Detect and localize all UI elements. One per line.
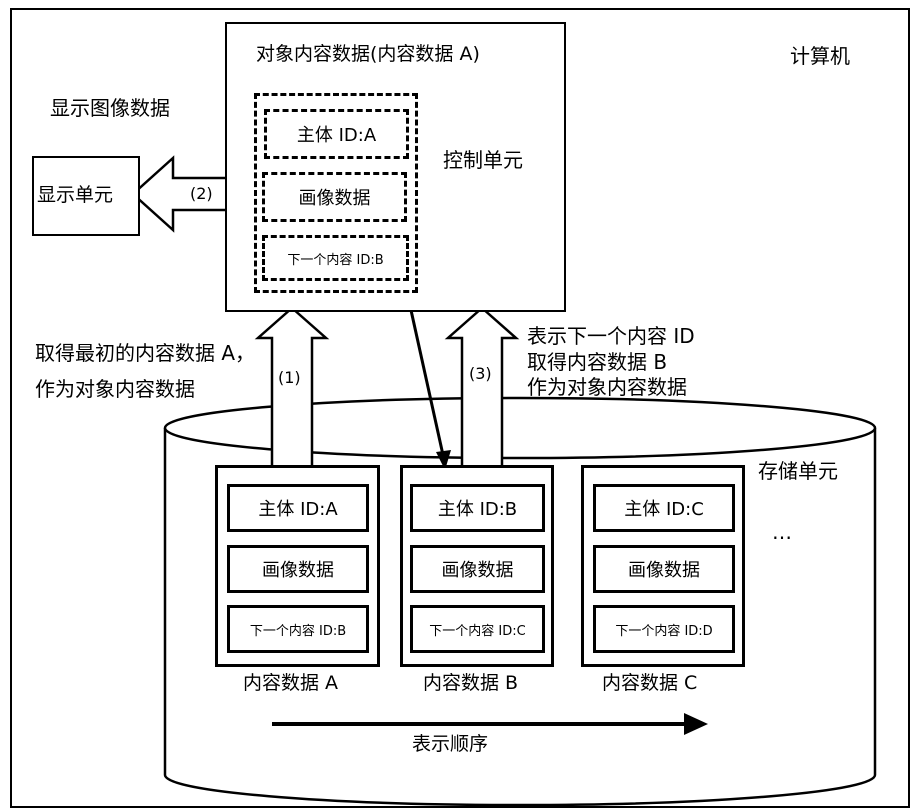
content-b-next-id: 下一个内容 ID:C [410, 605, 545, 653]
target-subject-id: 主体 ID:A [264, 109, 409, 159]
arrow-step1-label: (1) [278, 368, 301, 387]
content-c-image-data: 画像数据 [593, 545, 735, 593]
arrow-step1 [254, 306, 330, 470]
arrow-step2-label: (2) [190, 184, 213, 203]
control-unit-title: 对象内容数据(内容数据 A) [256, 43, 480, 65]
content-c-subject-id: 主体 ID:C [593, 484, 735, 532]
step1-text-line1: 取得最初的内容数据 A， [35, 341, 256, 365]
control-unit-box [225, 22, 566, 312]
content-b-caption: 内容数据 B [423, 672, 519, 694]
control-unit-label: 控制单元 [443, 148, 523, 172]
target-content-group [254, 93, 418, 293]
step1-text-line2: 作为对象内容数据 [35, 377, 195, 401]
order-arrow-head [684, 713, 708, 735]
content-a-caption: 内容数据 A [243, 672, 339, 694]
step3-text-line3: 作为对象内容数据 [527, 375, 687, 399]
display-unit-label: 显示单元 [37, 184, 114, 206]
arrow-step3 [444, 306, 520, 470]
step3-text-line2: 取得内容数据 B [527, 350, 668, 374]
computer-frame [10, 8, 910, 808]
content-a-next-id: 下一个内容 ID:B [227, 605, 369, 653]
computer-label: 计算机 [790, 44, 850, 68]
display-caption: 显示图像数据 [50, 96, 170, 120]
content-a-subject-id: 主体 ID:A [227, 484, 369, 532]
arrow-step3-label: (3) [469, 364, 492, 383]
storage-unit-label: 存储单元 [758, 459, 838, 483]
next-id-pointer-head [436, 450, 451, 470]
content-b-subject-id: 主体 ID:B [410, 484, 545, 532]
content-c-caption: 内容数据 C [602, 672, 698, 694]
target-image-data: 画像数据 [262, 172, 407, 222]
display-order-label: 表示顺序 [412, 733, 489, 755]
display-unit-box [32, 156, 140, 236]
storage-cylinder-top [163, 396, 877, 460]
content-c-next-id: 下一个内容 ID:D [593, 605, 735, 653]
step3-text-line1: 表示下一个内容 ID [527, 324, 695, 348]
target-next-id: 下一个内容 ID:B [262, 235, 409, 281]
storage-ellipsis: … [772, 520, 792, 544]
content-a-image-data: 画像数据 [227, 545, 369, 593]
content-b-image-data: 画像数据 [410, 545, 545, 593]
